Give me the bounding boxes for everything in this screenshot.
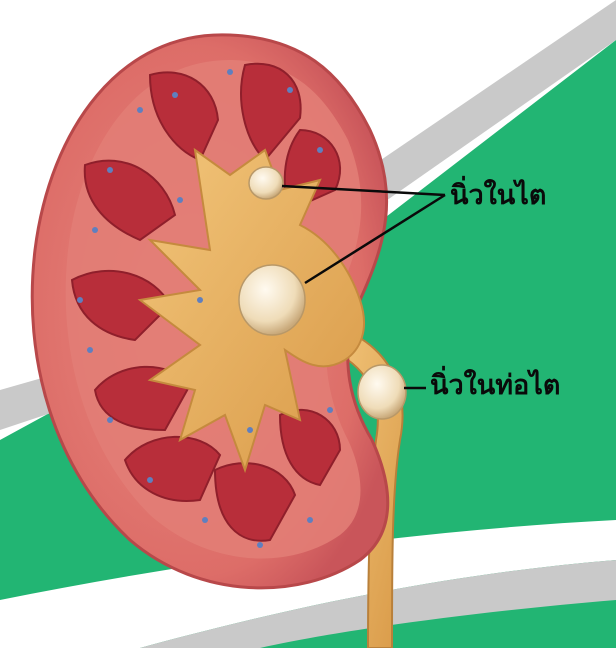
ureter-stone	[358, 365, 406, 419]
label-kidney-stone: นิ่วในไต	[450, 182, 546, 209]
kidney-stone-upper	[249, 167, 283, 199]
kidney-stone-center	[239, 265, 305, 335]
label-ureter-stone: นิ่วในท่อไต	[430, 372, 560, 399]
